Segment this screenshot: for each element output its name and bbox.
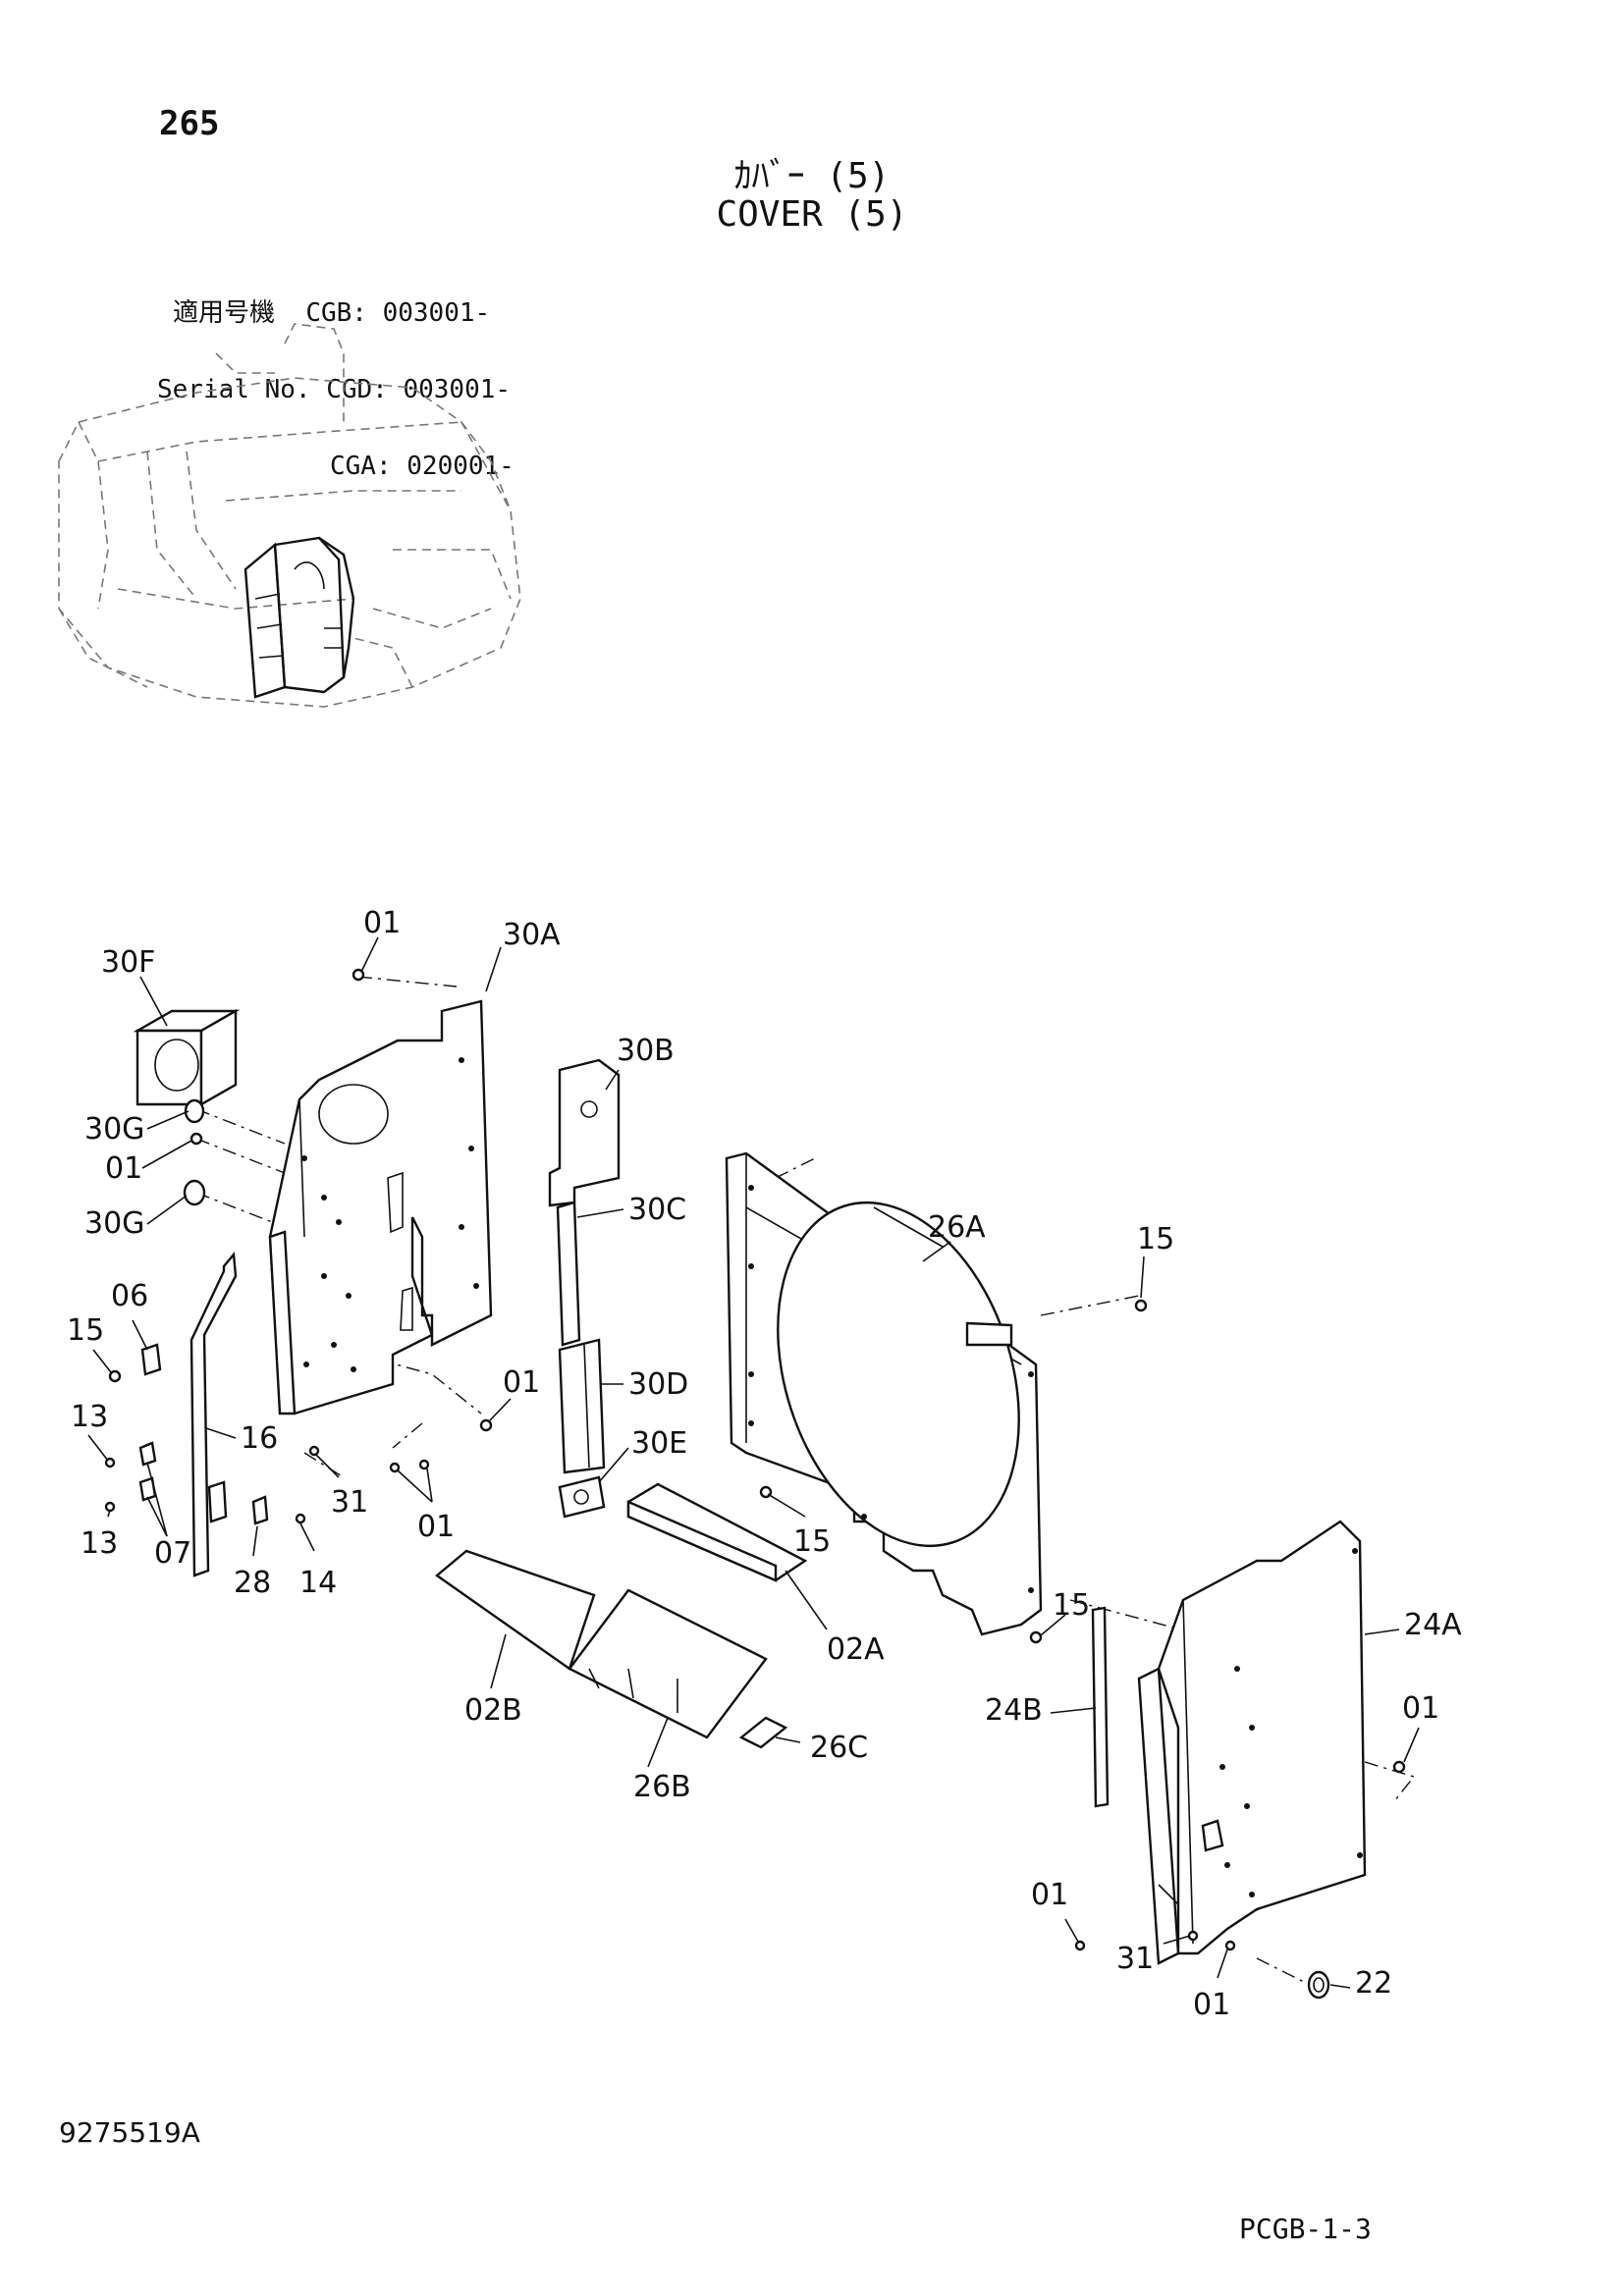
serial-cgd: CGD: 003001-: [326, 375, 512, 404]
callout-01: 01: [1402, 1691, 1439, 1726]
part-30B-bracket: [548, 1058, 621, 1207]
part-24B-strip: [1091, 1606, 1110, 1808]
serial-cga: CGA: 020001-: [330, 452, 514, 481]
part-26A-fan-shroud: [725, 1151, 1043, 1636]
callout-01: 01: [1031, 1878, 1068, 1912]
page-title: COVER (5): [716, 194, 908, 235]
callout-30E: 30E: [631, 1426, 687, 1461]
callout-31: 31: [331, 1485, 368, 1520]
part-02A-plate: [626, 1482, 808, 1582]
part-30D-block: [558, 1338, 606, 1474]
callout-28: 28: [234, 1566, 271, 1600]
part-06-clip: [140, 1343, 162, 1376]
page-number: 265: [159, 104, 220, 143]
callout-30G: 30G: [84, 1112, 144, 1147]
callout-13: 13: [81, 1526, 118, 1561]
drawing-number: 9275519A: [59, 2116, 200, 2149]
callout-14: 14: [299, 1566, 337, 1600]
callout-30C: 30C: [628, 1193, 686, 1227]
callout-leaders: [87, 936, 1420, 1989]
part-22-grommet: [1307, 1970, 1330, 2000]
page-title-japanese: ｶﾊﾞｰ (5): [733, 156, 891, 196]
callout-30D: 30D: [628, 1367, 688, 1402]
callout-26A: 26A: [928, 1210, 986, 1245]
highlighted-cover-thumbnail: [244, 536, 355, 699]
serial-number-block: 適用号機 CGB: 003001- Serial No. CGD: 003001…: [157, 249, 514, 530]
callout-31: 31: [1116, 1942, 1154, 1976]
callout-30A: 30A: [503, 918, 561, 952]
callout-30B: 30B: [617, 1034, 675, 1068]
callout-26C: 26C: [810, 1731, 868, 1765]
serial-line-3: CGA: 020001-: [157, 454, 514, 479]
callout-15: 15: [67, 1313, 104, 1348]
callout-01: 01: [363, 906, 401, 940]
callout-24B: 24B: [985, 1693, 1043, 1728]
part-07-clips: [138, 1441, 157, 1502]
part-02B-plate: [435, 1549, 596, 1671]
callout-13: 13: [71, 1400, 108, 1434]
part-30G-grommets: [183, 968, 365, 1206]
callout-02B: 02B: [464, 1693, 522, 1728]
callout-01: 01: [1193, 1988, 1230, 2022]
serial-line-1: 適用号機 CGB: 003001-: [157, 300, 514, 326]
callout-06: 06: [111, 1279, 148, 1313]
callout-15: 15: [1137, 1222, 1174, 1256]
page-code: PCGB-1-3: [1239, 2213, 1372, 2245]
callout-01: 01: [503, 1365, 540, 1400]
callout-16: 16: [241, 1421, 278, 1456]
part-24A-panel: [1137, 1520, 1367, 1965]
callout-15: 15: [793, 1524, 831, 1559]
callout-02A: 02A: [827, 1632, 885, 1667]
serial-label-jp: 適用号機: [173, 298, 276, 328]
callout-26B: 26B: [633, 1770, 691, 1804]
callout-labels: 01 30A 30F 30G 01 30G 30B 30C 30D 30E 26…: [67, 906, 1462, 2022]
callout-30F: 30F: [101, 945, 155, 980]
callout-07: 07: [154, 1536, 191, 1571]
part-26B-plate: [568, 1588, 768, 1739]
part-30E-block: [558, 1475, 606, 1519]
part-16-bar: [189, 1252, 238, 1577]
callout-01: 01: [105, 1151, 142, 1186]
fasteners: [104, 1299, 1406, 1951]
callout-01: 01: [417, 1510, 455, 1544]
callout-22: 22: [1355, 1966, 1392, 2001]
part-26C-strip: [738, 1716, 788, 1749]
part-30C-strip: [556, 1201, 581, 1347]
callout-30G: 30G: [84, 1206, 144, 1241]
serial-cgb: CGB: 003001-: [305, 298, 491, 328]
callout-24A: 24A: [1404, 1608, 1462, 1642]
callout-15: 15: [1053, 1588, 1090, 1623]
part-30A-panel: [268, 999, 493, 1415]
part-30F-pad: [133, 1008, 241, 1107]
machine-overview-illustration: [58, 323, 521, 708]
part-28-bracket: [207, 1480, 269, 1525]
